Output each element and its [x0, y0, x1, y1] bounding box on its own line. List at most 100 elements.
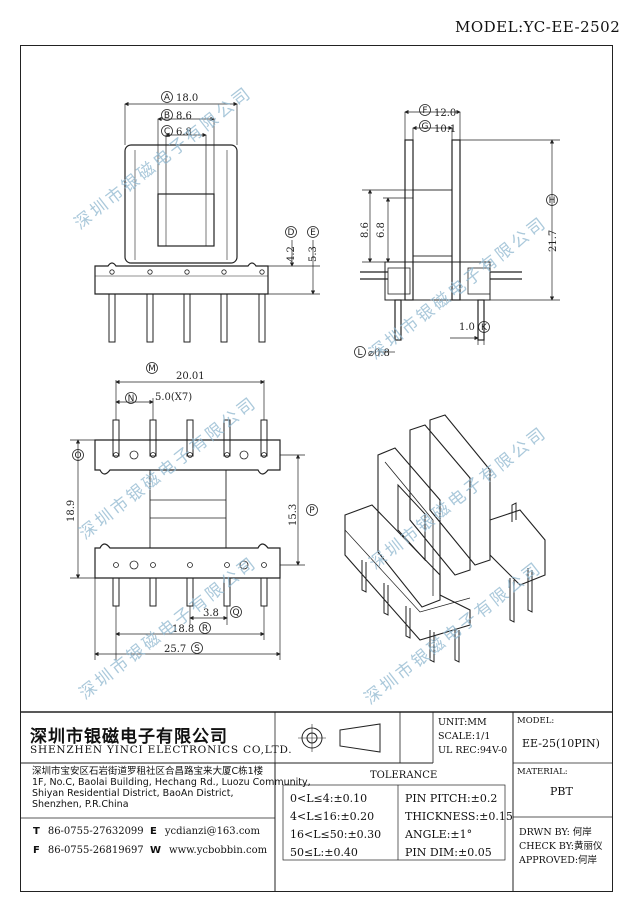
dim-P-value: 15.3: [288, 504, 299, 526]
dim-N-value: 5.0(X7): [155, 392, 192, 403]
label-R: R: [202, 624, 208, 634]
dim-G-value: 10.1: [434, 124, 456, 135]
fax: F 86-0755-26819697: [33, 845, 144, 856]
label-Q: Q: [232, 608, 239, 618]
unit-text: UNIT:MM: [438, 717, 487, 728]
checked-by: CHECK BY:黄丽仪: [519, 841, 603, 852]
watermark-text: 深圳市银磁电子有限公司: [361, 558, 547, 709]
label-N: N: [128, 394, 135, 404]
dim-D-value: 4.2: [286, 246, 297, 262]
label-A-circle: [161, 91, 173, 103]
bottom-top-section: [94, 439, 281, 475]
front-flange: [124, 144, 238, 264]
dim-H-value: 21.7: [548, 230, 559, 252]
company-address: 深圳市宝安区石岩街道罗租社区合昌路宝来大厦C栋1楼 1F, No.C, Baol…: [32, 766, 311, 810]
address-line: 1F, No.C, Baolai Building, Hechang Rd., …: [32, 777, 311, 788]
side-flange-left: [404, 139, 414, 301]
side-core: [412, 189, 453, 257]
model-label: MODEL:: [517, 716, 555, 726]
address-line: Shiyan Residential District, BaoAn Distr…: [32, 788, 234, 799]
dim-S-value: 25.7: [164, 644, 186, 655]
watermark-text: 深圳市银磁电子有限公司: [76, 393, 262, 544]
tolerance-row: PIN DIM:±0.05: [405, 846, 492, 859]
dim-A-value: 18.0: [176, 93, 198, 104]
label-C: C: [164, 127, 170, 137]
bottom-view-labels: M 20.01 N 5.0(X7) 18.9 O 15.3 P 3.8 Q 18…: [66, 362, 318, 655]
front-view-labels: A 18.0 B 8.6 C 6.8 4.2 D 5.3 E: [161, 91, 319, 262]
tolerance-row: ANGLE:±1°: [405, 828, 473, 841]
projection-symbol-cone: [339, 723, 381, 753]
label-F: F: [422, 106, 427, 116]
website-value: www.ycbobbin.com: [169, 845, 268, 856]
label-M: M: [148, 364, 156, 374]
dim-F-value: 12.0: [434, 108, 456, 119]
bottom-lower-section: [94, 543, 281, 579]
side-view-labels: F 12.0 G 10.1 H 21.7 8.6 6.8 1.0 K L ⌀0.…: [354, 104, 559, 359]
drawing-frame: [20, 45, 613, 892]
tolerance-row: 16<L≤50:±0.30: [290, 828, 382, 841]
tolerance-row: 50≤L:±0.40: [290, 846, 358, 859]
company-name-english: SHENZHEN YINCI ELECTRONICS CO,LTD.: [30, 744, 293, 756]
approved-by: APPROVED:何岸: [519, 855, 598, 866]
drawn-by: DRWN BY: 何岸: [519, 827, 592, 838]
label-P: P: [309, 506, 315, 516]
watermark-text: 深圳市银磁电子有限公司: [76, 553, 262, 704]
tolerance-row: 4<L≤16:±0.20: [290, 810, 375, 823]
model-value: EE-25(10PIN): [522, 737, 600, 750]
address-line: 深圳市宝安区石岩街道罗租社区合昌路宝来大厦C栋1楼: [32, 766, 264, 777]
dim-6-8-value: 6.8: [376, 222, 387, 238]
label-K: K: [481, 323, 488, 333]
telephone-label: T: [33, 826, 40, 837]
dim-M-value: 20.01: [176, 371, 205, 382]
side-pin-right: [477, 299, 485, 341]
label-L: L: [357, 348, 362, 358]
dim-B-value: 8.6: [176, 111, 192, 122]
tolerance-row: PIN PITCH:±0.2: [405, 792, 498, 805]
fax-value: 86-0755-26819697: [47, 845, 144, 856]
front-view: [94, 101, 320, 343]
email-value: ycdianzi@163.com: [164, 826, 260, 837]
watermark-text: 深圳市银磁电子有限公司: [366, 213, 552, 364]
iso-base-left: [344, 504, 471, 641]
label-E: E: [310, 228, 316, 238]
telephone: T 86-0755-27632099: [33, 826, 144, 837]
dim-C-value: 6.8: [176, 127, 192, 138]
scale-text: SCALE:1/1: [438, 731, 491, 742]
dim-Q-value: 3.8: [203, 608, 219, 619]
tolerance-row: THICKNESS:±0.15: [405, 810, 513, 823]
label-B: B: [164, 111, 170, 121]
front-pins: [108, 293, 266, 343]
label-O: O: [74, 451, 81, 461]
iso-pins: [361, 502, 533, 663]
isometric-view: [344, 414, 546, 663]
label-A: A: [164, 93, 171, 103]
dim-8-6-value: 8.6: [360, 222, 371, 238]
dim-K-value: 1.0: [459, 322, 475, 333]
watermark-text: 深圳市银磁电子有限公司: [71, 83, 257, 234]
material-value: PBT: [550, 785, 573, 798]
dim-O-value: 18.9: [66, 500, 77, 522]
company-name-chinese: 深圳市银磁电子有限公司: [30, 727, 228, 747]
email-label: E: [150, 826, 157, 837]
fax-label: F: [33, 845, 40, 856]
bottom-view: [70, 379, 305, 660]
label-D: D: [288, 228, 295, 238]
label-H: H: [549, 196, 556, 206]
address-line: Shenzhen, P.R.China: [32, 799, 129, 810]
watermark-text: 深圳市银磁电子有限公司: [366, 423, 552, 574]
dim-E-value: 5.3: [308, 246, 319, 262]
dim-L-value: ⌀0.8: [368, 348, 390, 359]
tolerance-row: 0<L≤4:±0.10: [290, 792, 368, 805]
telephone-value: 86-0755-27632099: [47, 826, 144, 837]
label-G: G: [422, 122, 429, 132]
tolerance-title: TOLERANCE: [370, 770, 438, 781]
iso-base-right: [489, 509, 546, 586]
website-label: W: [150, 845, 162, 856]
material-label: MATERIAL:: [517, 767, 568, 777]
title-block-grid: [20, 711, 613, 892]
ul-rec-text: UL REC:94V-0: [438, 745, 508, 756]
model-title: MODEL:YC-EE-2502: [455, 18, 621, 36]
